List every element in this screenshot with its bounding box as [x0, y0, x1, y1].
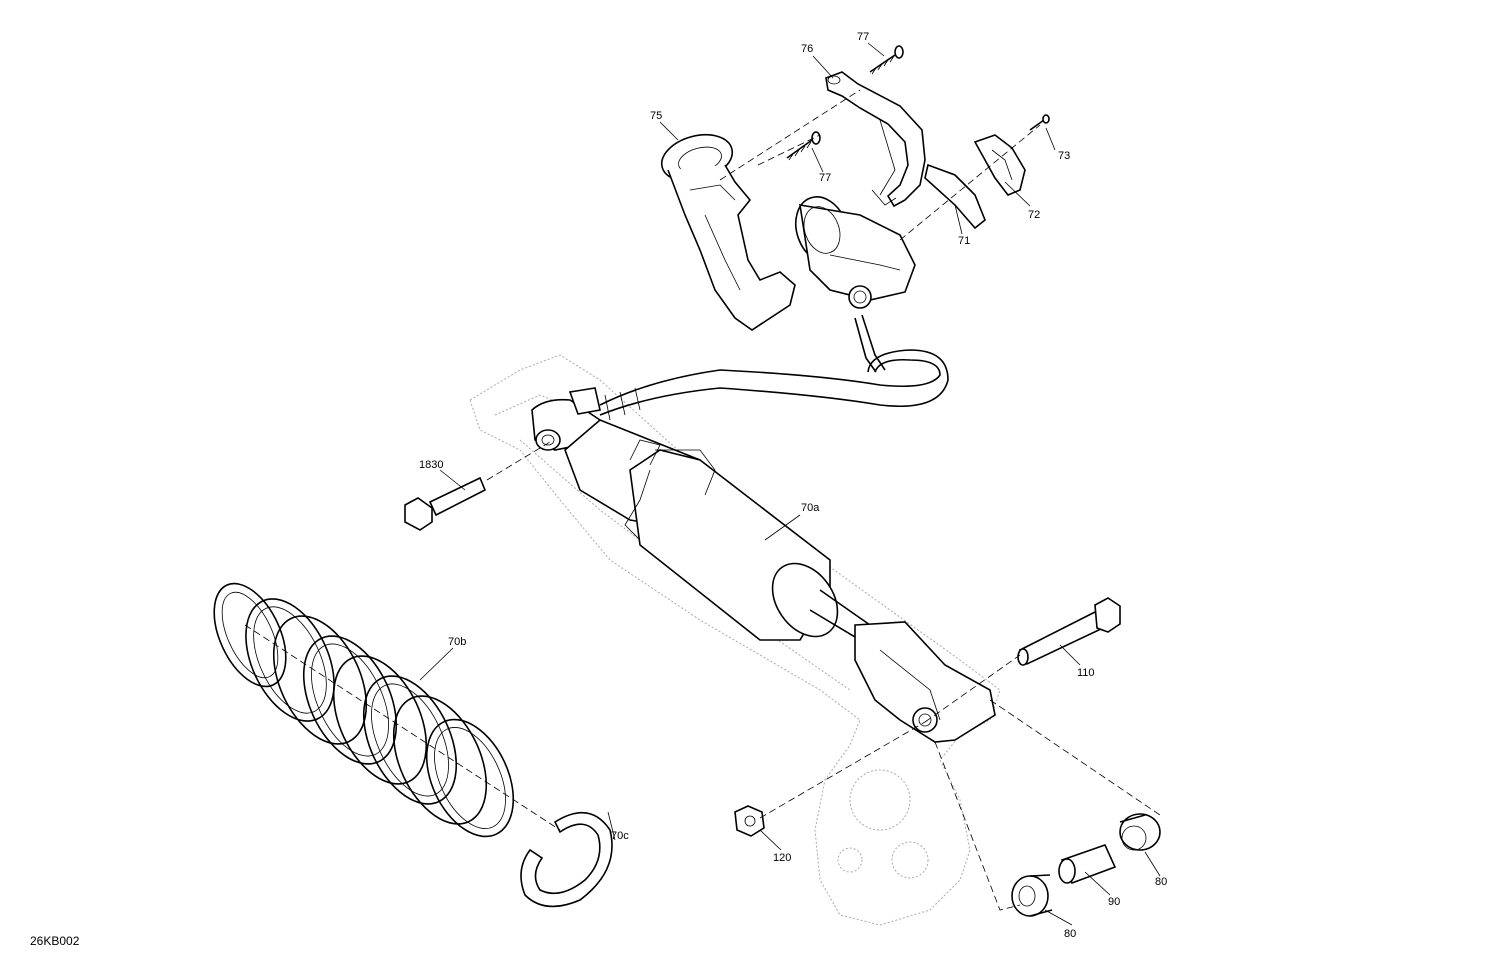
part-75-bracket [660, 133, 796, 331]
part-70c-retainer [520, 811, 613, 908]
part-90-sleeve [1058, 844, 1117, 885]
callout-80-lower: 80 [1064, 928, 1077, 940]
callout-77-upper: 77 [857, 31, 870, 43]
callout-70b: 70b [448, 636, 467, 648]
part-110-bolt [1017, 597, 1121, 666]
callout-75: 75 [650, 110, 663, 122]
part-77-screw-upper [869, 45, 904, 75]
reservoir-hose [599, 314, 949, 421]
callout-76: 76 [801, 43, 814, 55]
callout-72: 72 [1028, 209, 1041, 221]
callout-77-lower: 77 [819, 172, 832, 184]
part-76-clamp [825, 71, 926, 208]
callout-71: 71 [958, 235, 971, 247]
callout-90: 90 [1108, 896, 1121, 908]
part-71-cap [924, 163, 986, 230]
callout-70c: 70c [611, 830, 629, 842]
callout-73: 73 [1058, 150, 1071, 162]
part-77-screw-lower [786, 131, 821, 161]
reservoir-canister [794, 196, 916, 309]
part-70b-spring [213, 582, 515, 838]
part-73-screw [1029, 114, 1050, 131]
callout-80-upper: 80 [1155, 876, 1168, 888]
part-80-bushing-left [1011, 874, 1053, 917]
part-1830-bolt [404, 476, 487, 531]
callout-1830: 1830 [419, 459, 444, 471]
part-80-bushing-right [1119, 813, 1161, 851]
callout-110: 110 [1077, 667, 1095, 679]
part-120-nut [734, 805, 765, 837]
callout-leaders [419, 42, 1161, 926]
assembly-axes [244, 89, 1161, 911]
callout-120: 120 [773, 852, 792, 864]
callout-70a: 70a [801, 502, 820, 514]
part-72-mount [973, 134, 1026, 196]
drawing-reference-code: 26KB002 [30, 934, 80, 948]
part-70a-shock-body [531, 387, 996, 743]
